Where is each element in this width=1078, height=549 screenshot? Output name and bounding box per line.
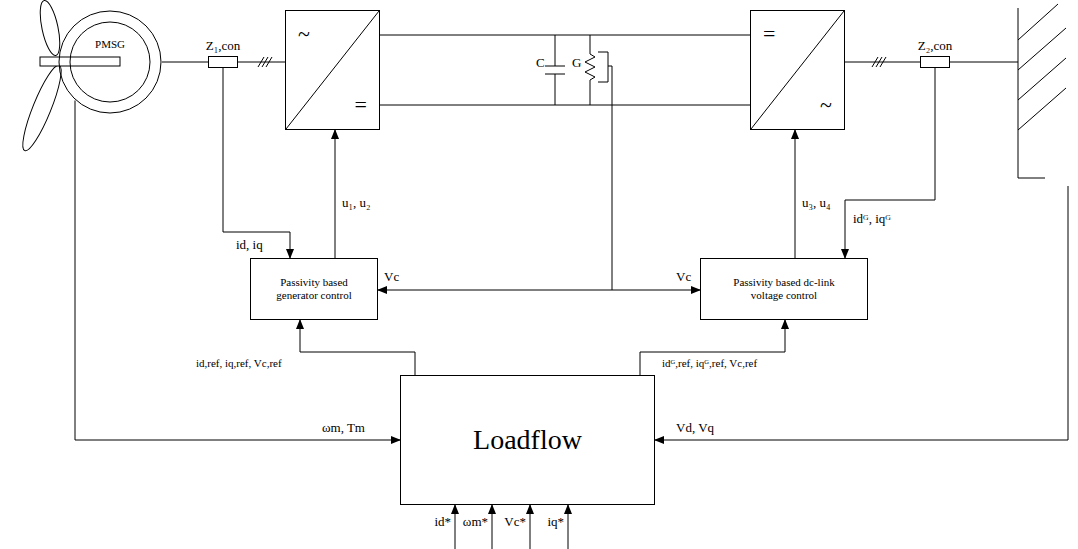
connector [380,35,750,36]
impedance-box: Z₁,con [208,56,238,68]
grid-voltage-wire [655,186,1068,440]
node-text: Passivity based dc-link voltage control [720,276,848,301]
connector [75,100,400,440]
signal-label: id, iq [236,238,263,252]
signal-label: Vc [676,270,691,284]
signal-label: Vc* [504,515,526,529]
connector [845,68,935,258]
connector [223,68,290,258]
grid-wire [950,62,1018,63]
connector [162,62,208,63]
node-text: Loadflow [473,424,582,456]
grid-symbol [1018,8,1045,178]
connector [238,62,285,63]
converter-diagonal [286,11,379,129]
loadflow-box: Loadflow [400,375,655,505]
control-box: Passivity based dc-link voltage control [700,258,868,320]
dc-bus-line [380,105,750,106]
vc-wire [612,66,613,290]
converter-symbol: ~ [298,21,310,46]
signal-label: idᴳ, iqᴳ [853,212,891,226]
turbine-blade [36,0,63,57]
generator-circle: PMSG [58,10,162,114]
reference-input [530,505,531,549]
signal-label: u₁, u₂ [342,196,371,210]
reference-input [455,505,456,549]
grid-hatch [1018,4,1066,130]
converter-symbol: = [355,92,367,117]
signal-label: u₃, u₄ [802,196,831,210]
generator-outline [59,11,161,113]
signal-label: idᴳ,ref, iqᴳ,ref, Vc,ref [662,357,757,369]
rotor-ring [70,22,150,102]
connector [795,130,796,258]
signal-label: iq* [547,515,564,529]
node-text: Passivity based generator control [266,276,362,301]
connector [300,320,415,375]
converter-diagonal [751,11,844,129]
signal-label: id* [434,515,451,529]
control-box: Passivity based generator control [250,258,378,320]
signal-label: Vd, Vq [676,421,714,435]
connector [640,320,785,375]
signal-label: G [572,56,581,70]
node-text: PMSG [58,38,162,51]
rectifier-box: ~= [285,10,380,130]
converter-symbol: ~ [820,92,832,117]
impedance-box: Z₂,con [920,56,950,68]
connector [335,130,336,258]
signal-label: C [536,56,545,70]
measurement-bracket [598,52,612,82]
turbine-blade [16,62,67,154]
connector [845,62,920,63]
signal-label: Vc [384,270,399,284]
inverter-box: =~ [750,10,845,130]
reference-input [568,505,569,549]
resistor-symbol [585,35,595,105]
signal-label: ωm* [463,515,488,529]
turbine-shaft [40,57,120,66]
node-text: Z₂,con [918,39,953,54]
node-text: Z₁,con [206,39,241,54]
reference-input [492,505,493,549]
vc-wire [378,290,700,291]
converter-symbol: = [763,21,775,46]
circle-outline [58,10,162,114]
signal-label: id,ref, iq,ref, Vc,ref [196,357,282,369]
signal-label: ωm, Tm [322,421,365,435]
capacitor-symbol [545,35,565,105]
